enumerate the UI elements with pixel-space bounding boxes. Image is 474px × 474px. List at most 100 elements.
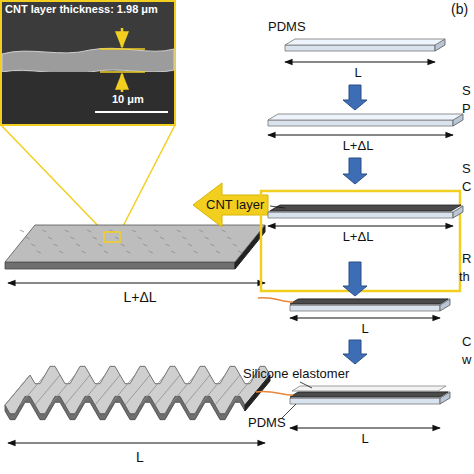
zoom-box xyxy=(104,232,120,242)
wavy-strip xyxy=(5,366,270,413)
wave-ridge xyxy=(140,375,165,405)
step-text-fragment: th xyxy=(459,270,470,284)
dimension-arrow xyxy=(290,427,440,428)
surface-texture xyxy=(227,237,231,239)
surface-texture xyxy=(149,251,153,253)
cnt-layer xyxy=(290,392,448,397)
step-text-fragment: C xyxy=(462,180,471,194)
surface-texture xyxy=(104,251,108,253)
surface-texture xyxy=(20,230,24,232)
material-label: PDMS xyxy=(268,20,306,34)
cnt-layer xyxy=(290,299,448,304)
surface-texture xyxy=(138,237,142,239)
dimension-arrow xyxy=(268,134,453,135)
surface-texture xyxy=(65,230,69,232)
wave-ridge xyxy=(125,375,150,405)
dimension-label: L xyxy=(136,450,144,465)
transfer-arrow xyxy=(193,183,268,227)
surface-texture xyxy=(87,230,91,232)
relaxed-pdms-front xyxy=(290,305,440,311)
wave-ridge xyxy=(80,375,105,405)
stretched-pdms-top xyxy=(268,114,463,120)
thickness-arrow xyxy=(121,28,124,47)
strip-front xyxy=(5,262,235,269)
wave-ridge xyxy=(155,375,180,405)
surface-texture xyxy=(160,237,164,239)
silicone-layer xyxy=(292,386,446,391)
stretched-pdms-top xyxy=(268,206,463,212)
surface-texture xyxy=(98,244,102,246)
step-text-fragment: C xyxy=(462,335,471,349)
dimension-label: L+ΔL xyxy=(123,290,156,305)
leader-line xyxy=(270,206,285,208)
dimension-arrow xyxy=(285,61,435,62)
surface-texture xyxy=(37,251,41,253)
surface-texture xyxy=(70,237,74,239)
surface-texture xyxy=(48,237,52,239)
process-arrow xyxy=(343,262,367,296)
pdms-base-top xyxy=(290,392,450,398)
zoom-line xyxy=(1,125,104,232)
surface-texture xyxy=(210,244,214,246)
wave-ridge xyxy=(50,375,75,405)
relaxed-pdms-top xyxy=(290,299,450,305)
step-text-fragment: w xyxy=(462,353,471,367)
wave-ridge xyxy=(170,375,195,405)
surface-texture xyxy=(42,230,46,232)
surface-texture xyxy=(216,251,220,253)
dimension-arrow xyxy=(290,317,440,318)
lead-wire xyxy=(258,298,293,302)
cnt-layer-section xyxy=(2,48,174,73)
dimension-arrow xyxy=(268,225,453,226)
surface-texture xyxy=(132,230,136,232)
surface-texture xyxy=(188,244,192,246)
wave-ridge xyxy=(215,375,240,405)
pdms-slab-front xyxy=(285,45,435,51)
surface-texture xyxy=(177,230,181,232)
stretched-strip xyxy=(5,225,265,262)
sem-inset xyxy=(1,1,175,125)
process-arrow xyxy=(343,158,367,184)
surface-texture xyxy=(238,251,242,253)
cnt-layer xyxy=(270,205,461,211)
wave-ridge xyxy=(65,375,90,405)
wave-ridge xyxy=(35,375,60,405)
surface-texture xyxy=(115,237,119,239)
surface-texture xyxy=(233,244,237,246)
lead-wire xyxy=(256,392,293,395)
surface-texture xyxy=(31,244,35,246)
step-text-fragment: R xyxy=(462,252,471,266)
wave-ridge xyxy=(200,375,225,405)
leader-line xyxy=(300,382,312,388)
surface-texture xyxy=(182,237,186,239)
dimension-label: L xyxy=(354,66,361,80)
surface-texture xyxy=(194,251,198,253)
inset-caption: CNT layer thickness: 1.98 μm xyxy=(5,3,158,15)
dimension-arrow xyxy=(8,442,265,443)
material-label: Silicone elastomer xyxy=(243,367,349,381)
process-arrow xyxy=(343,340,367,364)
scale-label: 10 μm xyxy=(112,93,144,105)
surface-texture xyxy=(166,244,170,246)
dimension-label: L+ΔL xyxy=(343,139,374,153)
process-arrow xyxy=(343,85,367,110)
surface-texture xyxy=(205,237,209,239)
surface-texture xyxy=(93,237,97,239)
stretched-pdms-front xyxy=(268,212,453,218)
step-text-fragment: S xyxy=(462,84,471,98)
surface-texture xyxy=(59,251,63,253)
zoom-line xyxy=(120,125,175,232)
material-label: CNT layer xyxy=(206,198,264,212)
dimension-label: L+ΔL xyxy=(343,230,374,244)
material-label: PDMS xyxy=(248,416,286,430)
surface-texture xyxy=(54,244,58,246)
surface-texture xyxy=(126,251,130,253)
step-text-fragment: P xyxy=(462,102,471,116)
stretched-pdms-front xyxy=(268,120,453,126)
wave-ridge xyxy=(95,375,120,405)
thickness-mark xyxy=(100,48,145,50)
surface-texture xyxy=(143,244,147,246)
dimension-label: L xyxy=(361,322,368,336)
